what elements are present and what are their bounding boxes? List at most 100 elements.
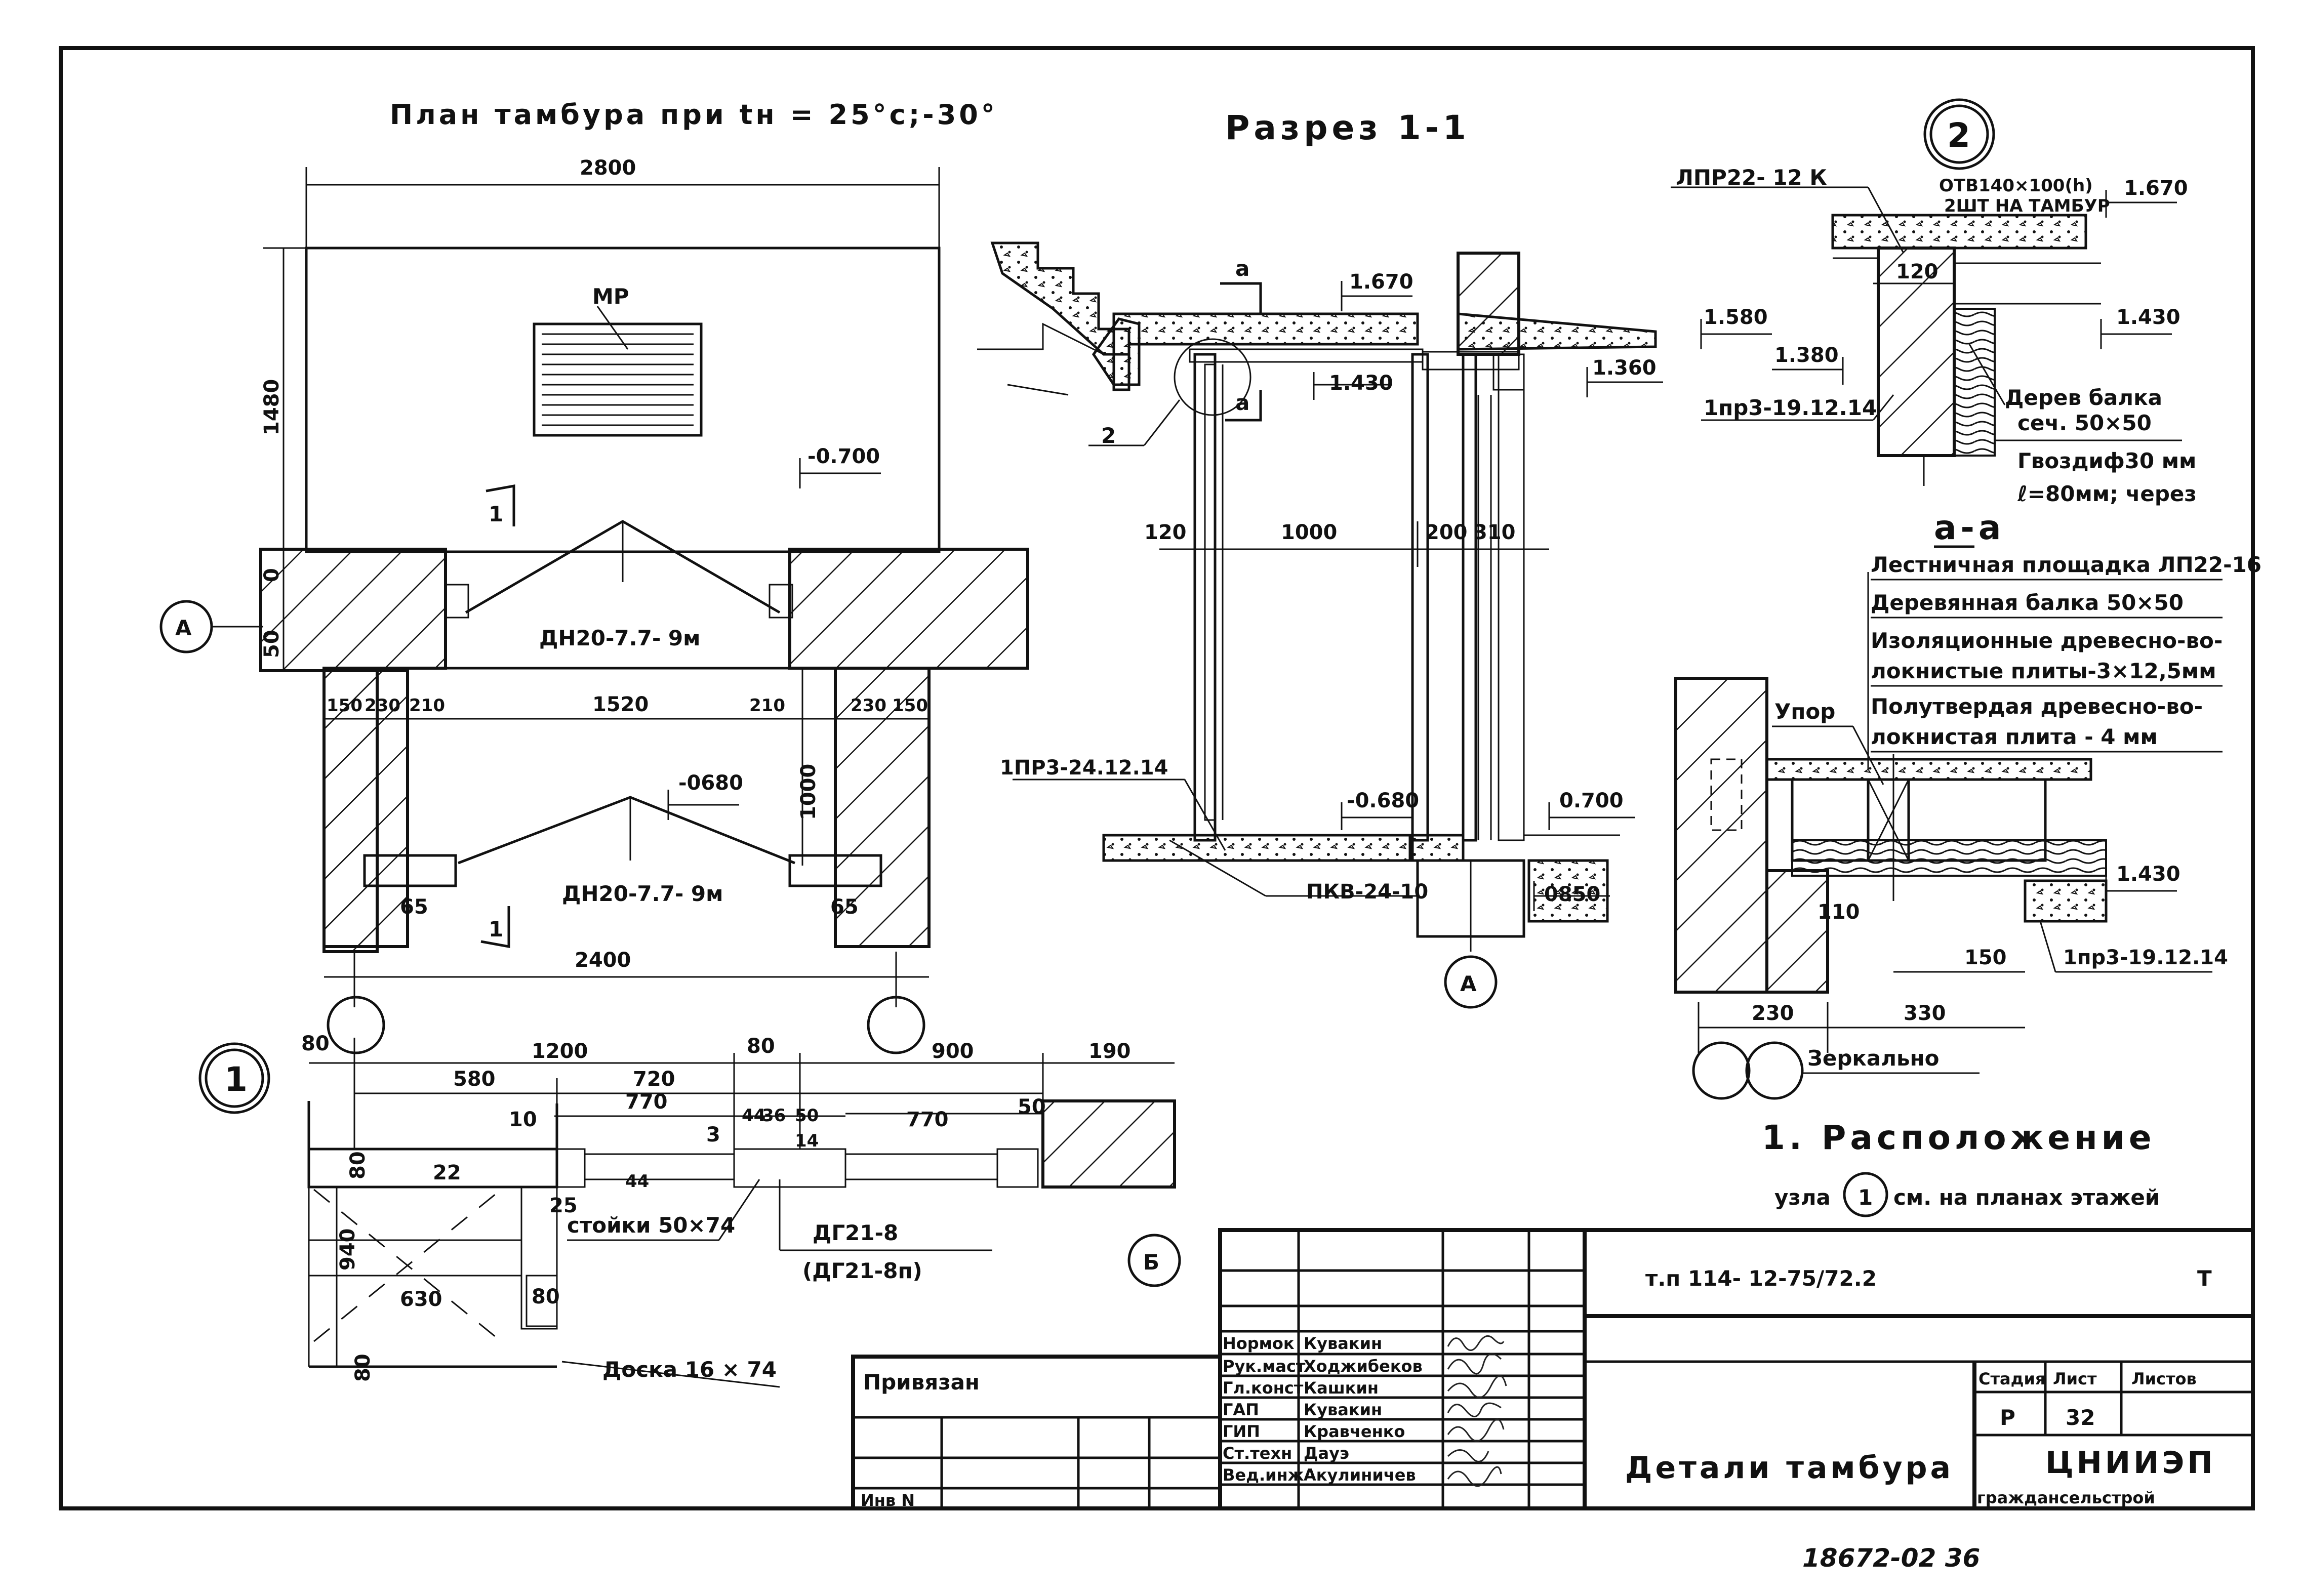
axis-b-label: Б [1143,1250,1159,1275]
level-0680: -0.680 [1347,789,1419,812]
n1-d630: 630 [400,1288,442,1311]
tb-sheets-h: Листов [2131,1369,2197,1388]
n1-d720: 720 [633,1068,675,1091]
tb-letter: Т [2197,1266,2212,1291]
tb-privyazan: Привязан [863,1370,980,1395]
node2-otv1: ОТВ140×100(h) [1939,176,2093,196]
tb-sheet: 32 [2066,1405,2095,1430]
node1-number: 1 [224,1060,252,1099]
aa-note-4: локнистые плиты-3×12,5мм [1871,659,2216,683]
n1-d50b: 50 [1018,1095,1046,1119]
tb-name-6: Акулиничев [1304,1465,1416,1485]
aa-note-3: Изоляционные древесно-во- [1871,628,2223,653]
n1-d80d: 80 [532,1285,560,1308]
aa-notes: Лестничная площадка ЛП22-16 Деревянная б… [1871,552,2261,753]
aa-upor: Упор [1774,699,1835,724]
tb-org1: ЦНИИЭП [2045,1445,2216,1481]
plan-view: План тамбура при tн = 25°с;-30° МР -0.70… [159,99,1029,1054]
tb-name-5: Дауэ [1304,1444,1349,1463]
tb-role-0: Нормок [1223,1334,1295,1353]
n1-d770a: 770 [625,1090,668,1114]
aa-note-2: Деревянная балка 50×50 [1871,590,2184,615]
n1-d900: 900 [932,1040,974,1063]
dim-1000: 1000 [797,764,820,820]
node2-beam1: Дерев балка [2005,385,2162,410]
tb-stage: Р [2000,1405,2015,1430]
n1-d50a: 50 [795,1106,819,1126]
dim-210-right: 210 [749,695,785,716]
tb-role-4: ГИП [1223,1422,1260,1441]
level-1360: 1.360 [1592,356,1657,380]
tb-role-6: Вед.инж [1223,1465,1304,1485]
aa-axis-bubble-2 [1745,1041,1804,1100]
axis-bubble-section-a [1444,955,1498,1009]
n1-d44: 44 [742,1106,765,1126]
aa-title: а-а [1934,508,2005,547]
node2-beam2: сеч. 50×50 [2017,411,2152,435]
title-block: Привязан Инв N т.п 114- 12-75/72.2 Т Нор… [851,1228,2255,1510]
aa-d330: 330 [1904,1002,1946,1025]
level-1580: 1.580 [1704,306,1768,329]
dim-65-right: 65 [830,895,859,919]
plan-wall-right-pier [834,667,931,948]
n1-d36: 36 [762,1106,786,1126]
vent-grille [533,306,703,437]
section-mark-bottom: 1 [489,917,503,942]
dim-wall-b: 50 [260,630,284,658]
dim-wall-a: 0 [260,568,284,582]
tb-stage-h: Стадия [1978,1369,2045,1388]
node-2-detail: 2 ЛПР22- 12 К ОТВ140×100(h) 2ШТ НА ТАМБУ… [1671,98,2197,506]
door-label-top: ДН20-7.7- 9м [539,626,700,650]
note-line2a: узла [1774,1185,1831,1210]
plan-wall-left-pier [322,667,409,948]
dim-65-left: 65 [400,895,428,919]
axis-bubble-b [1127,1234,1181,1287]
dim-150-right: 150 [892,695,928,716]
n1-stoiki: стойки 50×74 [567,1213,735,1238]
n1-d3: 3 [706,1123,720,1147]
aa-note-6: локнистая плита - 4 мм [1871,724,2158,749]
dim-230-right: 230 [851,695,886,716]
dim-top-width: 2800 [580,156,636,180]
node-2-label: 2 [1101,423,1116,448]
aa-note-5: Полутвердая древесно-во- [1871,694,2203,719]
n1-d14: 14 [795,1131,819,1151]
n1-d770b: 770 [906,1108,949,1131]
cut-a-top: а [1235,256,1249,281]
sec-dim-120: 120 [1144,521,1187,544]
dim-inner-width: 1520 [592,693,649,716]
tb-sheet-h: Лист [2053,1369,2097,1388]
aa-d150: 150 [1964,946,2007,969]
node-1-detail: 1 80 1200 80 [198,1032,1181,1388]
axis-a-label: А [175,616,192,640]
tb-role-5: Ст.техн [1223,1444,1292,1463]
axis-bubble-plan-left [327,996,385,1054]
n1-d22: 22 [433,1161,461,1184]
dim-210-left: 210 [409,695,445,716]
level-plan-mid: -0680 [678,771,743,795]
sec-dim-1000: 1000 [1281,521,1337,544]
tb-sheet-title: Детали тамбура [1625,1450,1954,1486]
section-a-a: а-а Лестничная площадка ЛП22-16 Деревянн… [1674,508,2261,1100]
door-label-bottom: ДН20-7.7- 9м [562,881,723,906]
dim-bottom-width: 2400 [575,949,631,972]
section-title: Разрез 1-1 [1225,108,1470,147]
n1-d80a: 80 [301,1032,330,1055]
aa-mirror: Зеркально [1807,1046,1939,1071]
node2-nail2: ℓ=80мм; через [2017,481,2197,506]
tb-org2: граждансельстрой [1977,1488,2155,1507]
section-mark-top: 1 [489,502,503,526]
n1-d80c: 80 [346,1151,370,1179]
label-prz-24: 1ПР3-24.12.14 [1000,756,1168,780]
n1-d1200: 1200 [532,1040,588,1063]
tb-inv: Инв N [861,1491,915,1510]
plan-title: План тамбура при tн = 25°с;-30° [390,99,998,131]
signatures [1447,1335,1507,1487]
level-0850: 0850 [1544,883,1600,906]
tb-role-2: Гл.конст [1223,1378,1304,1398]
note-line2b: см. на планах этажей [1893,1185,2160,1210]
level-1670: 1.670 [1349,270,1413,294]
n1-dg: ДГ21-8 [813,1220,898,1245]
tb-name-4: Кравченко [1304,1422,1405,1441]
n1-d580: 580 [453,1068,496,1091]
